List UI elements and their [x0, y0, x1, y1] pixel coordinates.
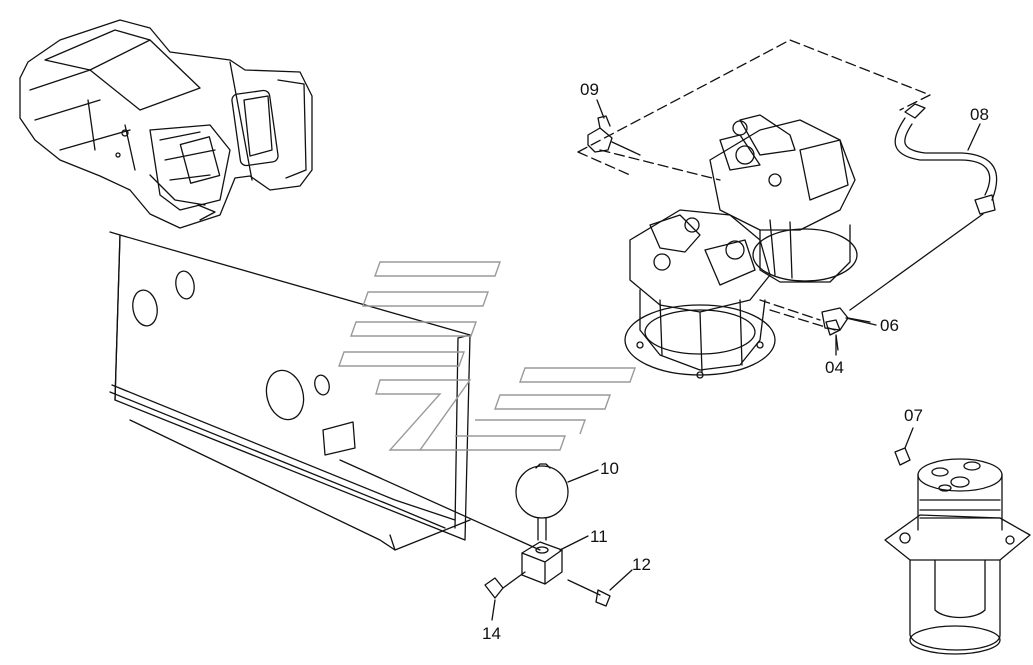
- bolt-12: [567, 579, 611, 607]
- leader-lines: [491, 99, 981, 621]
- callout-10: 10: [600, 459, 619, 478]
- callout-06: 06: [880, 316, 899, 335]
- callout-12: 12: [632, 555, 651, 574]
- swing-motor-front: [624, 209, 776, 379]
- accumulator-10: [515, 463, 569, 541]
- swing-motor-rear: [709, 114, 858, 283]
- excavator-thumbnail: [19, 19, 313, 229]
- callout-04: 04: [825, 358, 844, 377]
- center-joint: [884, 447, 1031, 655]
- callout-11: 11: [590, 527, 608, 546]
- fitting-06-04: [821, 307, 871, 351]
- callout-07: 07: [904, 406, 923, 425]
- callout-08: 08: [970, 105, 989, 124]
- callout-09: 09: [580, 80, 599, 99]
- hose-08: [849, 103, 998, 311]
- fitting-14: [484, 571, 526, 599]
- fitting-09: [587, 115, 641, 156]
- watermark-logo: [338, 261, 636, 451]
- block-11: [521, 541, 563, 585]
- dashed-guides: [577, 39, 931, 331]
- callout-14: 14: [482, 624, 501, 643]
- frame-plate: [109, 231, 541, 551]
